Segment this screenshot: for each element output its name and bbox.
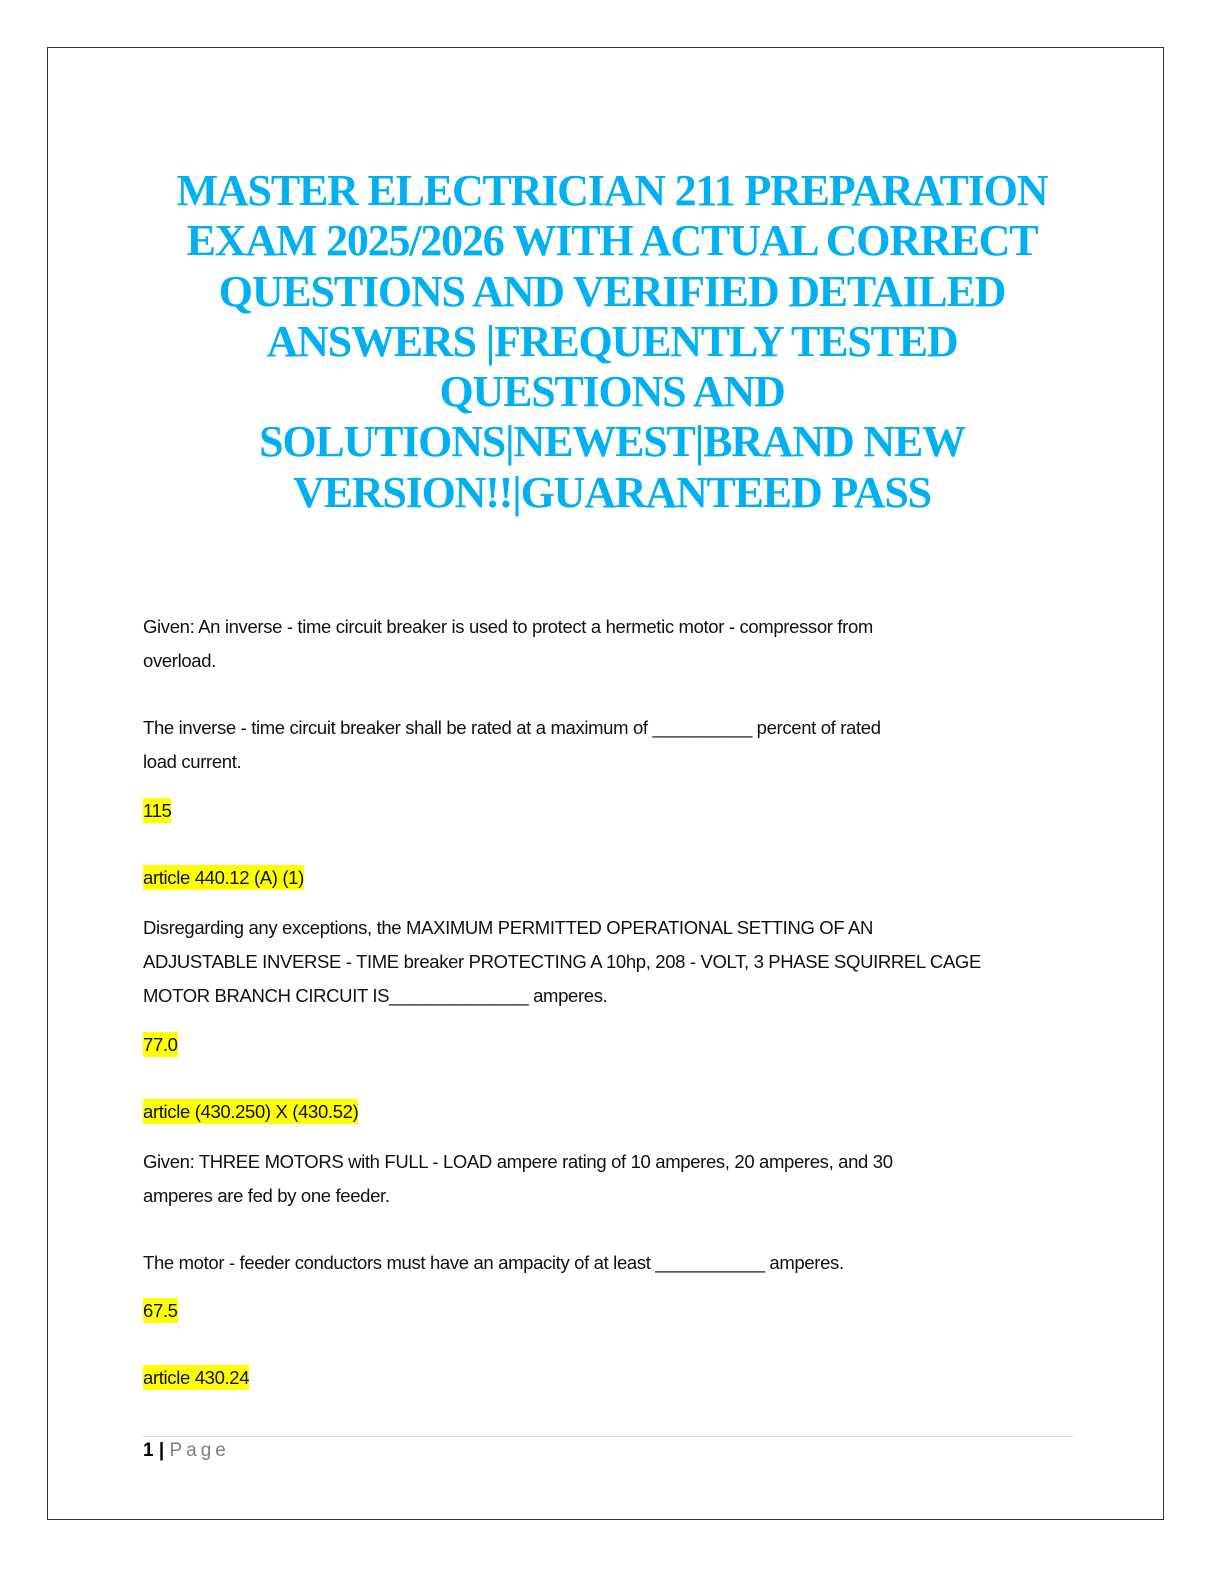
title-line: EXAM 2025/2026 WITH ACTUAL CORRECT bbox=[186, 216, 1039, 266]
title-line: MASTER ELECTRICIAN 211 PREPARATION bbox=[176, 166, 1049, 215]
title-line: SOLUTIONS|NEWEST|BRAND NEW bbox=[259, 417, 966, 467]
footer-divider bbox=[143, 1436, 1073, 1437]
title-line: QUESTIONS AND VERIFIED DETAILED bbox=[218, 266, 1007, 316]
document-title: MASTER ELECTRICIAN 211 PREPARATION EXAM … bbox=[0, 166, 1224, 518]
text-line: The inverse - time circuit breaker shall… bbox=[143, 717, 881, 738]
text-line: load current. bbox=[143, 751, 242, 772]
page-label: Page bbox=[169, 1440, 230, 1461]
q3-question: The motor - feeder conductors must have … bbox=[143, 1246, 844, 1280]
q1-question: The inverse - time circuit breaker shall… bbox=[143, 711, 881, 779]
text-line: amperes are fed by one feeder. bbox=[143, 1185, 390, 1206]
q1-reference: article 440.12 (A) (1) bbox=[143, 865, 304, 890]
text-line: Given: An inverse - time circuit breaker… bbox=[143, 616, 873, 637]
q3-answer: 67.5 bbox=[143, 1298, 178, 1323]
title-line: VERSION!!|GUARANTEED PASS bbox=[293, 467, 932, 517]
q1-answer: 115 bbox=[143, 798, 172, 823]
text-line: MOTOR BRANCH CIRCUIT IS______________ am… bbox=[143, 985, 608, 1006]
q3-reference: article 430.24 bbox=[143, 1365, 250, 1390]
title-line: ANSWERS |FREQUENTLY TESTED bbox=[266, 316, 959, 366]
q1-given: Given: An inverse - time circuit breaker… bbox=[143, 610, 873, 678]
text-line: Given: THREE MOTORS with FULL - LOAD amp… bbox=[143, 1151, 893, 1172]
footer-separator: | bbox=[158, 1440, 165, 1461]
page-footer: 1 | Page bbox=[143, 1440, 230, 1462]
q3-given: Given: THREE MOTORS with FULL - LOAD amp… bbox=[143, 1145, 893, 1213]
page-number: 1 bbox=[143, 1440, 154, 1461]
title-line: QUESTIONS AND bbox=[439, 367, 785, 417]
text-line: overload. bbox=[143, 650, 216, 671]
q2-reference: article (430.250) X (430.52) bbox=[143, 1099, 359, 1124]
page-border bbox=[47, 47, 1164, 1520]
text-line: ADJUSTABLE INVERSE - TIME breaker PROTEC… bbox=[143, 951, 981, 972]
text-line: Disregarding any exceptions, the MAXIMUM… bbox=[143, 917, 874, 938]
q2-answer: 77.0 bbox=[143, 1032, 178, 1057]
q2-question: Disregarding any exceptions, the MAXIMUM… bbox=[143, 911, 981, 1013]
text-line: The motor - feeder conductors must have … bbox=[143, 1252, 844, 1273]
